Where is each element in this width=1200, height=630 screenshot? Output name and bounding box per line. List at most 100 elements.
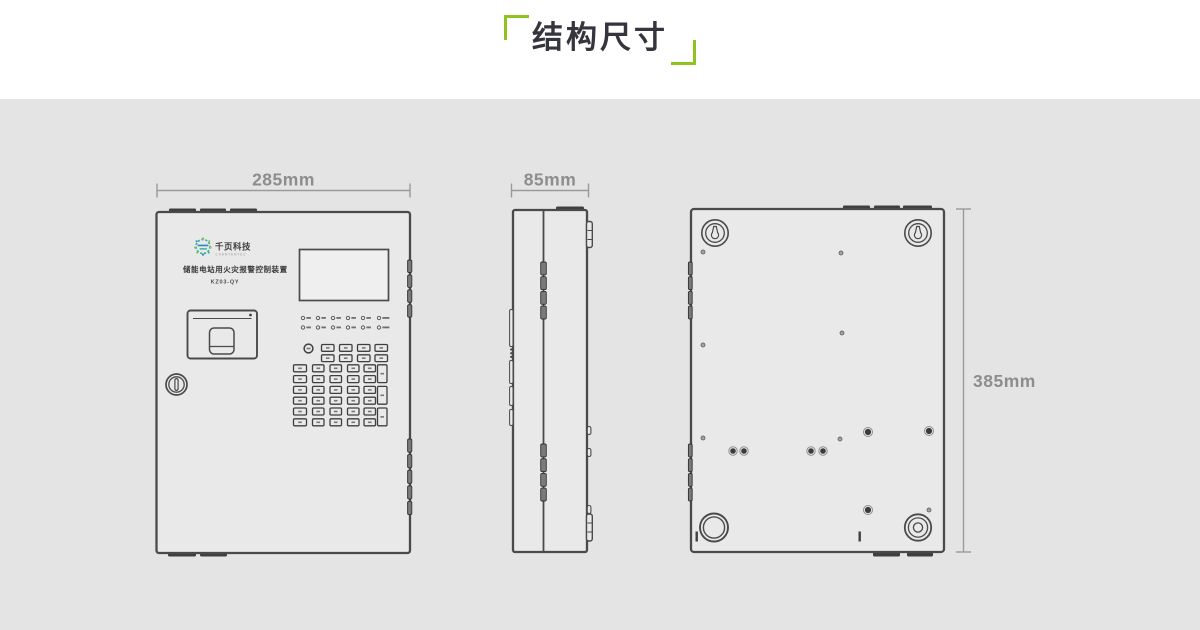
front-hinge-top	[407, 259, 413, 318]
back-pilot-holes	[700, 249, 932, 513]
screw	[925, 427, 933, 435]
keypad-button-label	[298, 421, 302, 424]
hinge-segment	[407, 289, 413, 303]
keypad-button-label	[298, 389, 302, 391]
led-label	[351, 317, 356, 319]
hinge-segment	[540, 305, 547, 320]
keypad-button-label	[367, 378, 372, 380]
keypad-button-label	[351, 421, 356, 424]
led-indicator	[300, 325, 306, 330]
led-label	[351, 326, 356, 329]
back-screws	[728, 426, 934, 515]
hinge-segment	[687, 458, 693, 473]
keypad-button-label	[380, 416, 385, 418]
keypad-button-label	[316, 389, 321, 391]
led-indicator	[345, 325, 351, 330]
hinge-segment	[407, 304, 413, 318]
keypad-button-label	[351, 399, 356, 402]
screw	[924, 426, 934, 436]
side-right-nub	[586, 447, 592, 458]
keypad-button-label	[343, 357, 348, 359]
front-width-label: 285mm	[252, 170, 315, 190]
led-indicator	[360, 325, 366, 330]
keypad-button-label	[380, 372, 385, 375]
led-indicator	[315, 325, 321, 330]
screw	[808, 448, 814, 454]
keypad-button-label	[333, 399, 338, 402]
led-indicator	[330, 325, 336, 330]
hinge-segment	[687, 290, 693, 305]
hinge-segment	[687, 487, 693, 502]
pilot-hole-center	[702, 344, 704, 346]
keypad-button-label	[351, 389, 356, 391]
back-plate	[689, 207, 946, 554]
section-title-box: 结构尺寸	[504, 13, 696, 65]
led-indicator	[330, 315, 336, 321]
keypad-button-label	[333, 389, 338, 391]
screw	[806, 446, 816, 456]
hinge-segment	[540, 458, 547, 473]
pilot-hole-center	[841, 332, 843, 334]
keypad-button-label	[351, 367, 356, 370]
pilot-hole-center	[702, 251, 704, 253]
brand-name: 千页科技	[215, 242, 251, 252]
side-bracket-top	[585, 220, 594, 249]
hinge-segment	[407, 259, 413, 273]
side-body	[511, 208, 589, 554]
keypad-button-label	[298, 399, 302, 402]
hinge-segment	[540, 290, 547, 305]
keypad-button-label	[325, 357, 330, 359]
keypad-button-label	[298, 367, 302, 370]
keypad-button-label	[298, 410, 302, 413]
led-indicator	[376, 325, 382, 330]
led-indicator	[376, 315, 382, 321]
brand-logo-icon	[194, 237, 212, 256]
led-label	[306, 317, 311, 319]
led-indicator	[345, 315, 351, 321]
side-right-nub	[586, 504, 592, 515]
keypad-button-label	[333, 367, 338, 370]
keypad-button-label	[316, 421, 321, 424]
keypad-button-label	[367, 389, 372, 391]
brand-name-en: CHANYENTEC	[216, 253, 247, 257]
hinge-segment	[540, 487, 547, 502]
led-label	[321, 326, 326, 329]
product-name: 储能电站用火灾报警控制装置	[183, 264, 288, 274]
hinge-segment	[540, 472, 547, 487]
keypad-button-label	[333, 410, 338, 413]
led-indicator	[315, 315, 321, 321]
screw	[863, 427, 873, 437]
keypad-button-label	[361, 347, 366, 349]
side-hinge-top	[540, 261, 547, 320]
screw	[741, 448, 747, 454]
side-hinge-bottom	[540, 443, 547, 502]
cable-entry-bottom-left	[699, 512, 729, 543]
hinge-segment	[687, 443, 693, 458]
side-left-protrusions	[509, 309, 514, 426]
back-view	[687, 205, 946, 557]
pilot-hole-center	[702, 437, 704, 439]
dim-front-width: 285mm	[156, 170, 411, 198]
screw	[730, 448, 736, 454]
keypad-button-label	[333, 421, 338, 424]
keypad-button-label	[316, 410, 321, 413]
side-depth-label: 85mm	[524, 170, 577, 190]
side-view	[509, 206, 594, 554]
hinge-segment	[540, 261, 547, 276]
hinge-segment	[407, 454, 413, 469]
led-indicator	[300, 315, 306, 321]
led-label	[382, 317, 390, 319]
keypad-button-label	[379, 347, 384, 349]
led-label	[382, 326, 390, 329]
keyhole-mount-top-left	[700, 219, 729, 248]
back-bottom-tick	[858, 531, 861, 542]
side-bracket-bottom	[585, 513, 594, 542]
cable-entry-bottom-right	[903, 513, 933, 542]
keypad-button-label	[351, 378, 356, 380]
indicator-led-rows	[300, 315, 390, 330]
hinge-segment	[540, 443, 547, 458]
led-label	[336, 326, 341, 329]
bracket-bottom-right-icon	[671, 39, 696, 65]
screw	[739, 446, 749, 456]
